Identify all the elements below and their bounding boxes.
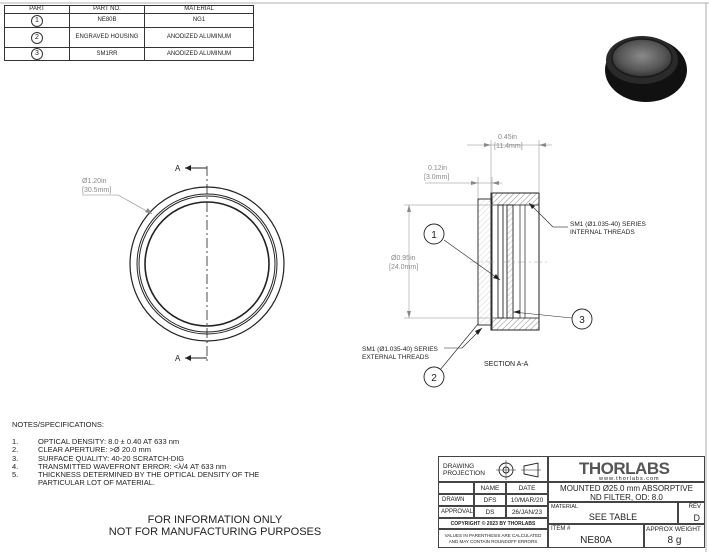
projection-symbol-icon (496, 460, 541, 480)
note-row: 4. TRANSMITTED WAVEFRONT ERROR: <λ/4 AT 6… (12, 461, 259, 471)
name-header: NAME (474, 482, 506, 494)
material-cell: ANODIZED ALUMINUM (144, 47, 254, 61)
thread-depth-mm: [3.0mm] (424, 174, 449, 181)
approval-label: APPROVAL (438, 506, 474, 518)
note-row: 5. THICKNESS DETERMINED BY THE OPTICAL DE… (12, 470, 260, 480)
section-marker-bottom: A (175, 354, 181, 363)
logo-cell: THORLABS www.thorlabs.com (548, 456, 705, 482)
item-value: NE80A (580, 535, 612, 546)
aperture-in: Ø0.95in (391, 255, 416, 262)
balloon-3 (571, 308, 593, 330)
note-number: 1. (12, 437, 19, 447)
external-threads-line1: SM1 (Ø1.035-40) SERIES (362, 346, 439, 353)
front-diameter-in: Ø1.20in (82, 178, 107, 185)
note-number (12, 479, 38, 487)
internal-threads-line1: SM1 (Ø1.035-40) SERIES (570, 221, 647, 228)
front-diameter-mm: [30.5mm] (82, 187, 111, 194)
note-row: 1. OPTICAL DENSITY: 8.0 ± 0.40 AT 633 nm (12, 437, 259, 447)
copyright-text: COPYRIGHT © 2023 BY THORLABS (438, 518, 548, 529)
approval-date: 26/JAN/23 (506, 506, 548, 518)
approval-name: DS (474, 506, 506, 518)
title-block: DRAWING PROJECTION THORLABS www.thorlabs… (438, 456, 705, 548)
note-number: 5. (12, 470, 19, 480)
note-row: 2. CLEAR APERTURE: >Ø 20.0 mm (12, 446, 259, 454)
aperture-mm: [24.0mm] (389, 264, 418, 271)
rev-value: D (693, 513, 701, 523)
info-line1: FOR INFORMATION ONLY (147, 514, 283, 526)
section-label: SECTION A-A (484, 361, 529, 368)
table-row: 3 SM1RR ANODIZED ALUMINUM (4, 47, 254, 61)
front-view: A A Ø1.20in [30.5mm] (82, 164, 285, 363)
material-value: SEE TABLE (588, 512, 638, 522)
rev-label: REV (688, 504, 701, 510)
values-note: VALUES IN PARENTHESIS ARE CALCULATED AND… (438, 529, 548, 548)
note-text: THICKNESS DETERMINED BY THE OPTICAL DENS… (38, 470, 260, 480)
rev-cell: REV D (678, 502, 705, 524)
description-line1: MOUNTED Ø25.0 mm ABSORPTIVE (560, 484, 693, 493)
note-text: OPTICAL DENSITY: 8.0 ± 0.40 AT 633 nm (38, 437, 180, 447)
balloon-1-label: 1 (431, 230, 437, 241)
part-balloon: 1 (31, 14, 43, 27)
thread-depth-in: 0.12in (428, 165, 447, 172)
note-number: 3. (12, 453, 19, 463)
values-note-line1: VALUES IN PARENTHESIS ARE CALCULATED (444, 533, 542, 538)
balloon-2-label: 2 (431, 373, 437, 384)
blank-header-cell (438, 482, 474, 494)
note-text: TRANSMITTED WAVEFRONT ERROR: <λ/4 AT 633… (38, 461, 227, 471)
table-row: 1 NE80B NG1 (4, 13, 254, 28)
note-text: CLEAR APERTURE: >Ø 20.0 mm (38, 445, 152, 455)
section-marker-top: A (175, 164, 181, 173)
drawn-label: DRAWN (438, 494, 474, 506)
weight-cell: APPROX WEIGHT 8 g (644, 524, 705, 548)
description-line2: ND FILTER, OD: 8.0 (590, 492, 663, 502)
info-line2: NOT FOR MANUFACTURING PURPOSES (108, 526, 322, 538)
description-cell: MOUNTED Ø25.0 mm ABSORPTIVE ND FILTER, O… (548, 482, 705, 502)
note-row: 3. SURFACE QUALITY: 40-20 SCRATCH-DIG (12, 453, 259, 463)
item-label: ITEM # (551, 526, 571, 532)
website-text: www.thorlabs.com (599, 476, 660, 482)
external-threads-line2: EXTERNAL THREADS (362, 354, 429, 361)
drawn-name: DFS (474, 494, 506, 506)
balloon-1 (423, 223, 445, 245)
material-label: MATERIAL (551, 504, 579, 510)
internal-threads-line2: INTERNAL THREADS (570, 229, 635, 236)
part-balloon: 3 (31, 48, 43, 60)
part-balloon: 2 (31, 31, 43, 44)
balloon-2 (423, 366, 445, 388)
date-header: DATE (506, 482, 548, 494)
part-no-cell: SM1RR (69, 47, 145, 61)
weight-value: 8 g (667, 535, 682, 546)
notes-block: NOTES/SPECIFICATIONS: 1. OPTICAL DENSITY:… (12, 420, 260, 487)
weight-label: APPROX WEIGHT (646, 526, 701, 533)
product-render (605, 36, 687, 102)
drawn-date: 10/MAR/20 (506, 494, 548, 506)
values-note-line2: AND MAY CONTAIN ROUNDOFF ERRORS (448, 539, 538, 544)
material-cell: MATERIAL SEE TABLE (548, 502, 678, 524)
width-in: 0.45in (498, 134, 517, 141)
item-cell: ITEM # NE80A (548, 524, 644, 548)
note-number: 4. (12, 461, 19, 471)
note-text: PARTICULAR LOT OF MATERIAL. (38, 478, 155, 488)
note-row: PARTICULAR LOT OF MATERIAL. (12, 479, 259, 487)
info-notice: FOR INFORMATION ONLY NOT FOR MANUFACTURI… (100, 514, 330, 538)
parts-table: PART PART NO. MATERIAL 1 NE80B NG1 2 ENG… (4, 5, 254, 61)
notes-heading: NOTES/SPECIFICATIONS: (12, 420, 104, 429)
width-mm: [11.4mm] (494, 143, 523, 150)
projection-line1: DRAWING (443, 463, 475, 470)
balloon-3-label: 3 (579, 315, 585, 326)
note-number: 2. (12, 445, 19, 455)
projection-cell: DRAWING PROJECTION (438, 456, 548, 482)
section-view: 0.45in [11.4mm] 0.12in [3.0mm] Ø0.95in [… (362, 134, 647, 388)
note-text: SURFACE QUALITY: 40-20 SCRATCH-DIG (38, 453, 185, 463)
projection-line2: PROJECTION (443, 470, 485, 477)
thorlabs-logo: THORLABS (579, 459, 670, 478)
